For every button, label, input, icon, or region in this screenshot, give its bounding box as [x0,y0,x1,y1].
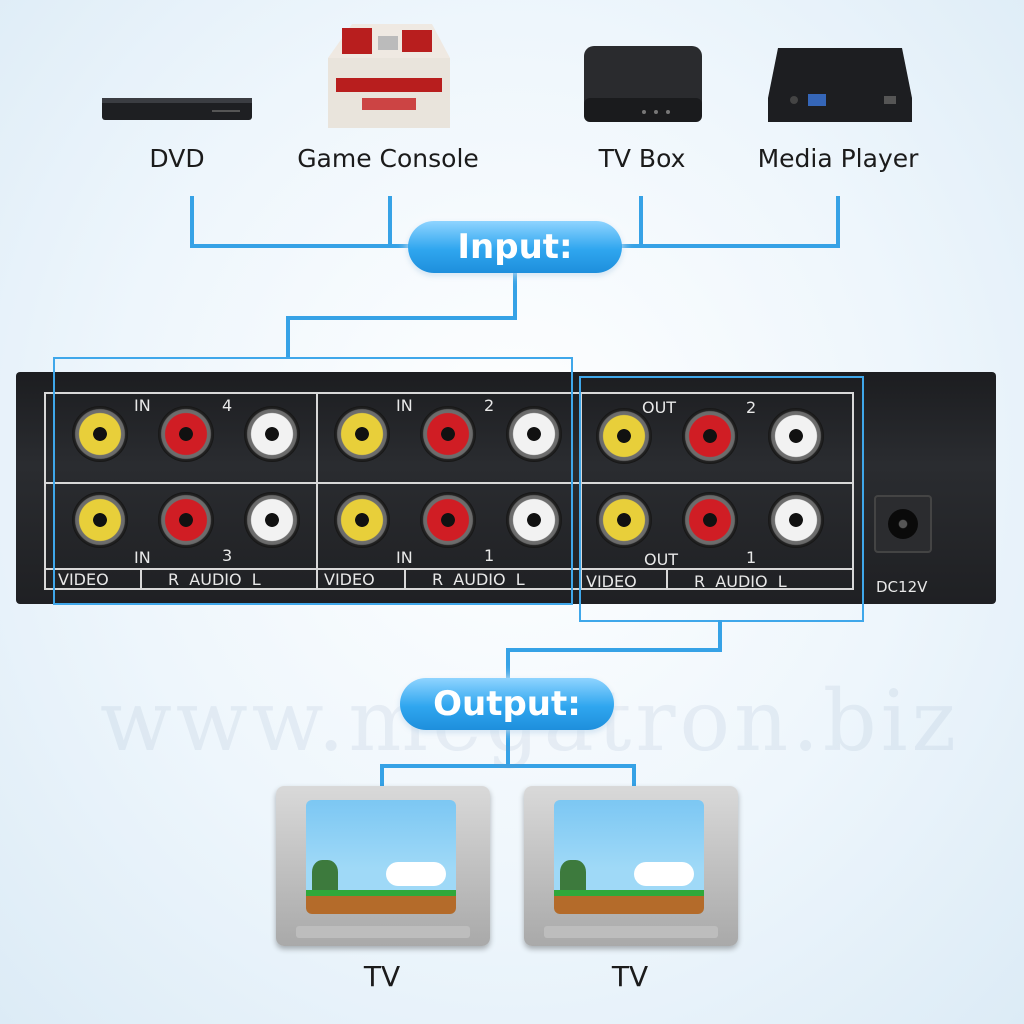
port-number-label: 2 [746,398,757,417]
source-label-tv-box: TV Box [598,144,686,173]
port-io-label: OUT [644,550,679,569]
source-label-game-console: Game Console [297,144,479,173]
port-number-label: 1 [484,546,495,565]
game-console-icon [322,18,456,138]
audio-r-jack-in1[interactable] [420,492,476,548]
connector-line [380,764,636,768]
port-io-label: OUT [642,398,677,417]
port-number-label: 3 [222,546,233,565]
connector-line [380,764,384,788]
output-highlight-box [579,376,864,622]
connector-line [506,648,722,652]
audio-l-jack-in1[interactable] [506,492,562,548]
audio-l-jack-in2[interactable] [506,406,562,462]
tv-icon [276,786,490,946]
connector-line [286,316,290,358]
panel-divider [44,482,852,484]
connector-line [286,316,517,320]
audio-label: R AUDIO L [432,570,525,589]
source-label-dvd: DVD [149,144,205,173]
audio-r-jack-out2[interactable] [682,408,738,464]
panel-divider [316,392,318,588]
panel-divider [666,568,668,588]
video-jack-in3[interactable] [72,492,128,548]
audio-l-jack-in4[interactable] [244,406,300,462]
input-badge: Input: [408,221,622,273]
video-jack-in2[interactable] [334,406,390,462]
connector-line [718,620,722,652]
connector-line [836,196,840,248]
video-label: VIDEO [58,570,109,589]
connector-line [506,728,510,766]
output-badge: Output: [400,678,614,730]
audio-l-jack-out1[interactable] [768,492,824,548]
video-jack-out1[interactable] [596,492,652,548]
panel-divider [580,392,582,588]
port-io-label: IN [396,396,413,415]
audio-l-jack-out2[interactable] [768,408,824,464]
dc-power-label: DC12V [876,578,928,596]
port-number-label: 4 [222,396,233,415]
output-label-tv-1: TV [363,960,401,993]
output-label-tv-2: TV [611,960,649,993]
video-jack-in1[interactable] [334,492,390,548]
connector-line [513,270,517,318]
connector-line [190,196,194,248]
connector-line [388,196,392,248]
audio-label: R AUDIO L [694,572,787,591]
media-player-icon [768,48,912,122]
video-jack-in4[interactable] [72,406,128,462]
dvd-player-icon [102,92,252,126]
port-number-label: 2 [484,396,495,415]
panel-frame [44,392,854,590]
connector-line [632,764,636,788]
connector-line [639,196,643,248]
audio-label: R AUDIO L [168,570,261,589]
power-socket-icon [888,509,918,539]
tv-icon [524,786,738,946]
port-io-label: IN [134,396,151,415]
panel-divider [140,568,142,588]
video-label: VIDEO [586,572,637,591]
source-label-media-player: Media Player [757,144,919,173]
port-io-label: IN [396,548,413,567]
dc-power-jack[interactable] [874,495,932,553]
connector-line [506,648,510,680]
panel-divider [404,568,406,588]
video-jack-out2[interactable] [596,408,652,464]
audio-l-jack-in3[interactable] [244,492,300,548]
port-number-label: 1 [746,548,757,567]
panel-divider [44,568,852,570]
audio-r-jack-out1[interactable] [682,492,738,548]
port-io-label: IN [134,548,151,567]
tv-box-icon [584,46,702,126]
audio-r-jack-in3[interactable] [158,492,214,548]
input-highlight-box [53,357,573,605]
video-label: VIDEO [324,570,375,589]
audio-r-jack-in4[interactable] [158,406,214,462]
audio-r-jack-in2[interactable] [420,406,476,462]
